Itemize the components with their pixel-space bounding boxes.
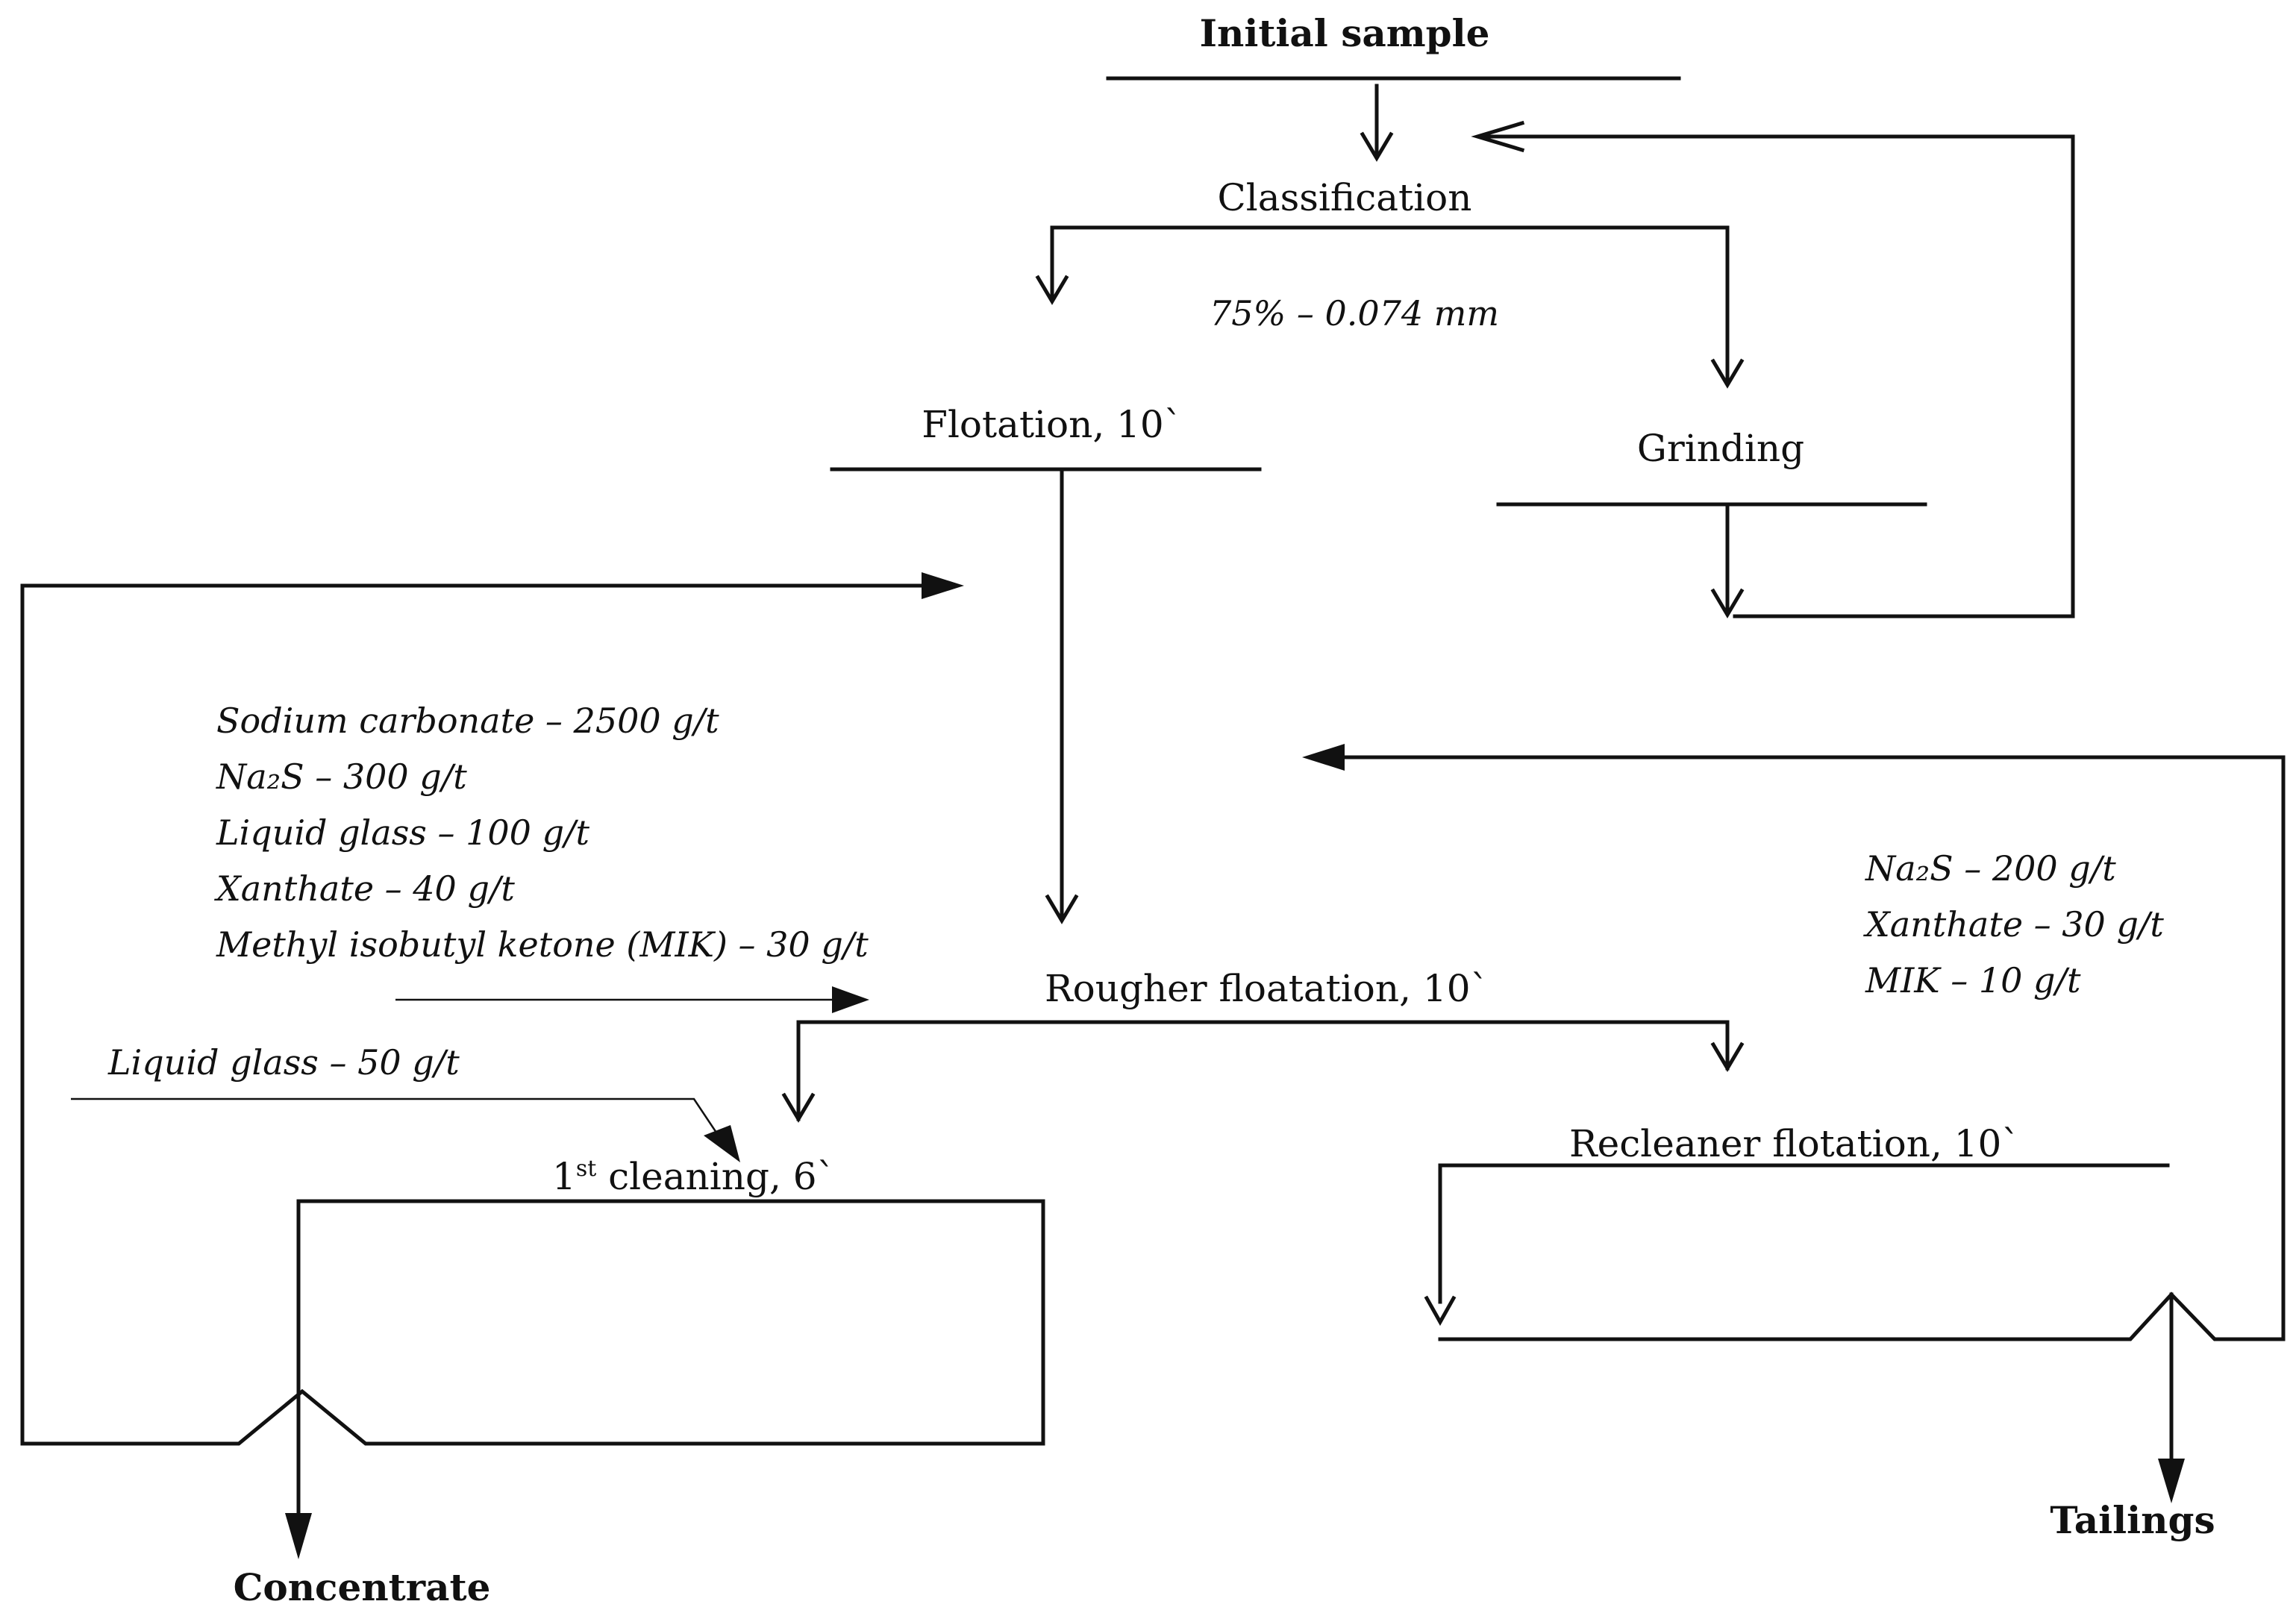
concentrate-label: Concentrate — [234, 1565, 491, 1609]
to-flotation-arrowhead — [1035, 275, 1069, 305]
classification-label: Classification — [1218, 176, 1472, 219]
classification-split-line — [1050, 225, 1730, 384]
rougher-to-recleaner-arrowhead — [1710, 1042, 1745, 1072]
size-spec-label: 75% – 0.074 mm — [1210, 293, 1499, 333]
rougher-reagents-list: Sodium carbonate – 2500 g/t Na₂S – 300 g… — [214, 701, 869, 965]
reagent-recleaner-xanthate: Xanthate – 30 g/t — [1863, 904, 2164, 945]
grinding-label: Grinding — [1637, 427, 1804, 470]
first-cleaning-label: 1st cleaning, 6` — [552, 1155, 836, 1198]
recleaner-reagents-list: Na₂S – 200 g/t Xanthate – 30 g/t MIK – 1… — [1863, 848, 2164, 1000]
rougher-flotation-label: Rougher floatation, 10` — [1045, 967, 1489, 1010]
reagent-recleaner-na2s: Na₂S – 200 g/t — [1865, 848, 2116, 889]
reagent-liquid-glass: Liquid glass – 100 g/t — [216, 812, 590, 853]
concentrate-arrowhead[interactable] — [285, 1513, 312, 1559]
to-grinding-arrowhead — [1710, 358, 1745, 389]
cleaning-reagent-label: Liquid glass – 50 g/t — [107, 1042, 460, 1083]
cleaning-reagent-arrowhead[interactable] — [704, 1125, 740, 1162]
flotation-label: Flotation, 10` — [922, 403, 1183, 446]
grinding-discharge-arrowhead — [1710, 588, 1745, 618]
tailings-arrowhead[interactable] — [2158, 1459, 2185, 1503]
reagent-xanthate: Xanthate – 40 g/t — [214, 868, 515, 909]
first-cleaning-ordinal-suffix: st — [576, 1156, 596, 1182]
cleaning-recycle-arrowhead[interactable] — [922, 572, 964, 599]
grinding-recycle-arrowhead — [1471, 120, 1525, 153]
feed-arrowhead — [1360, 131, 1394, 162]
recleaner-recycle-arrowhead[interactable] — [1302, 744, 1345, 771]
rougher-split-line — [796, 1020, 1730, 1121]
initial-sample-label: Initial sample — [1200, 11, 1490, 55]
recleaner-box-outline — [1438, 1163, 2170, 1304]
grinding-recycle-line — [1483, 134, 2075, 618]
flotation-to-rougher-arrowhead — [1045, 894, 1079, 924]
reagent-na2s: Na₂S – 300 g/t — [216, 757, 467, 797]
tailings-label: Tailings — [2050, 1498, 2215, 1542]
recleaner-left-arrowhead — [1424, 1295, 1457, 1327]
reagent-recleaner-mik: MIK – 10 g/t — [1865, 960, 2081, 1000]
cleaning-box-outline — [20, 583, 1045, 1446]
rougher-reagent-arrowhead[interactable] — [832, 986, 869, 1013]
reagent-mik: Methyl isobutyl ketone (MIK) – 30 g/t — [216, 924, 869, 965]
recleaner-flotation-label: Recleaner flotation, 10` — [1569, 1122, 2020, 1165]
first-cleaning-ordinal: 1 — [552, 1155, 576, 1198]
first-cleaning-text: cleaning, 6` — [596, 1155, 835, 1198]
reagent-sodium-carbonate: Sodium carbonate – 2500 g/t — [216, 701, 719, 741]
rougher-to-cleaning-arrowhead — [781, 1092, 816, 1123]
cleaning-reagent-line — [71, 1097, 724, 1142]
recleaner-bottom-line — [1315, 755, 2286, 1341]
